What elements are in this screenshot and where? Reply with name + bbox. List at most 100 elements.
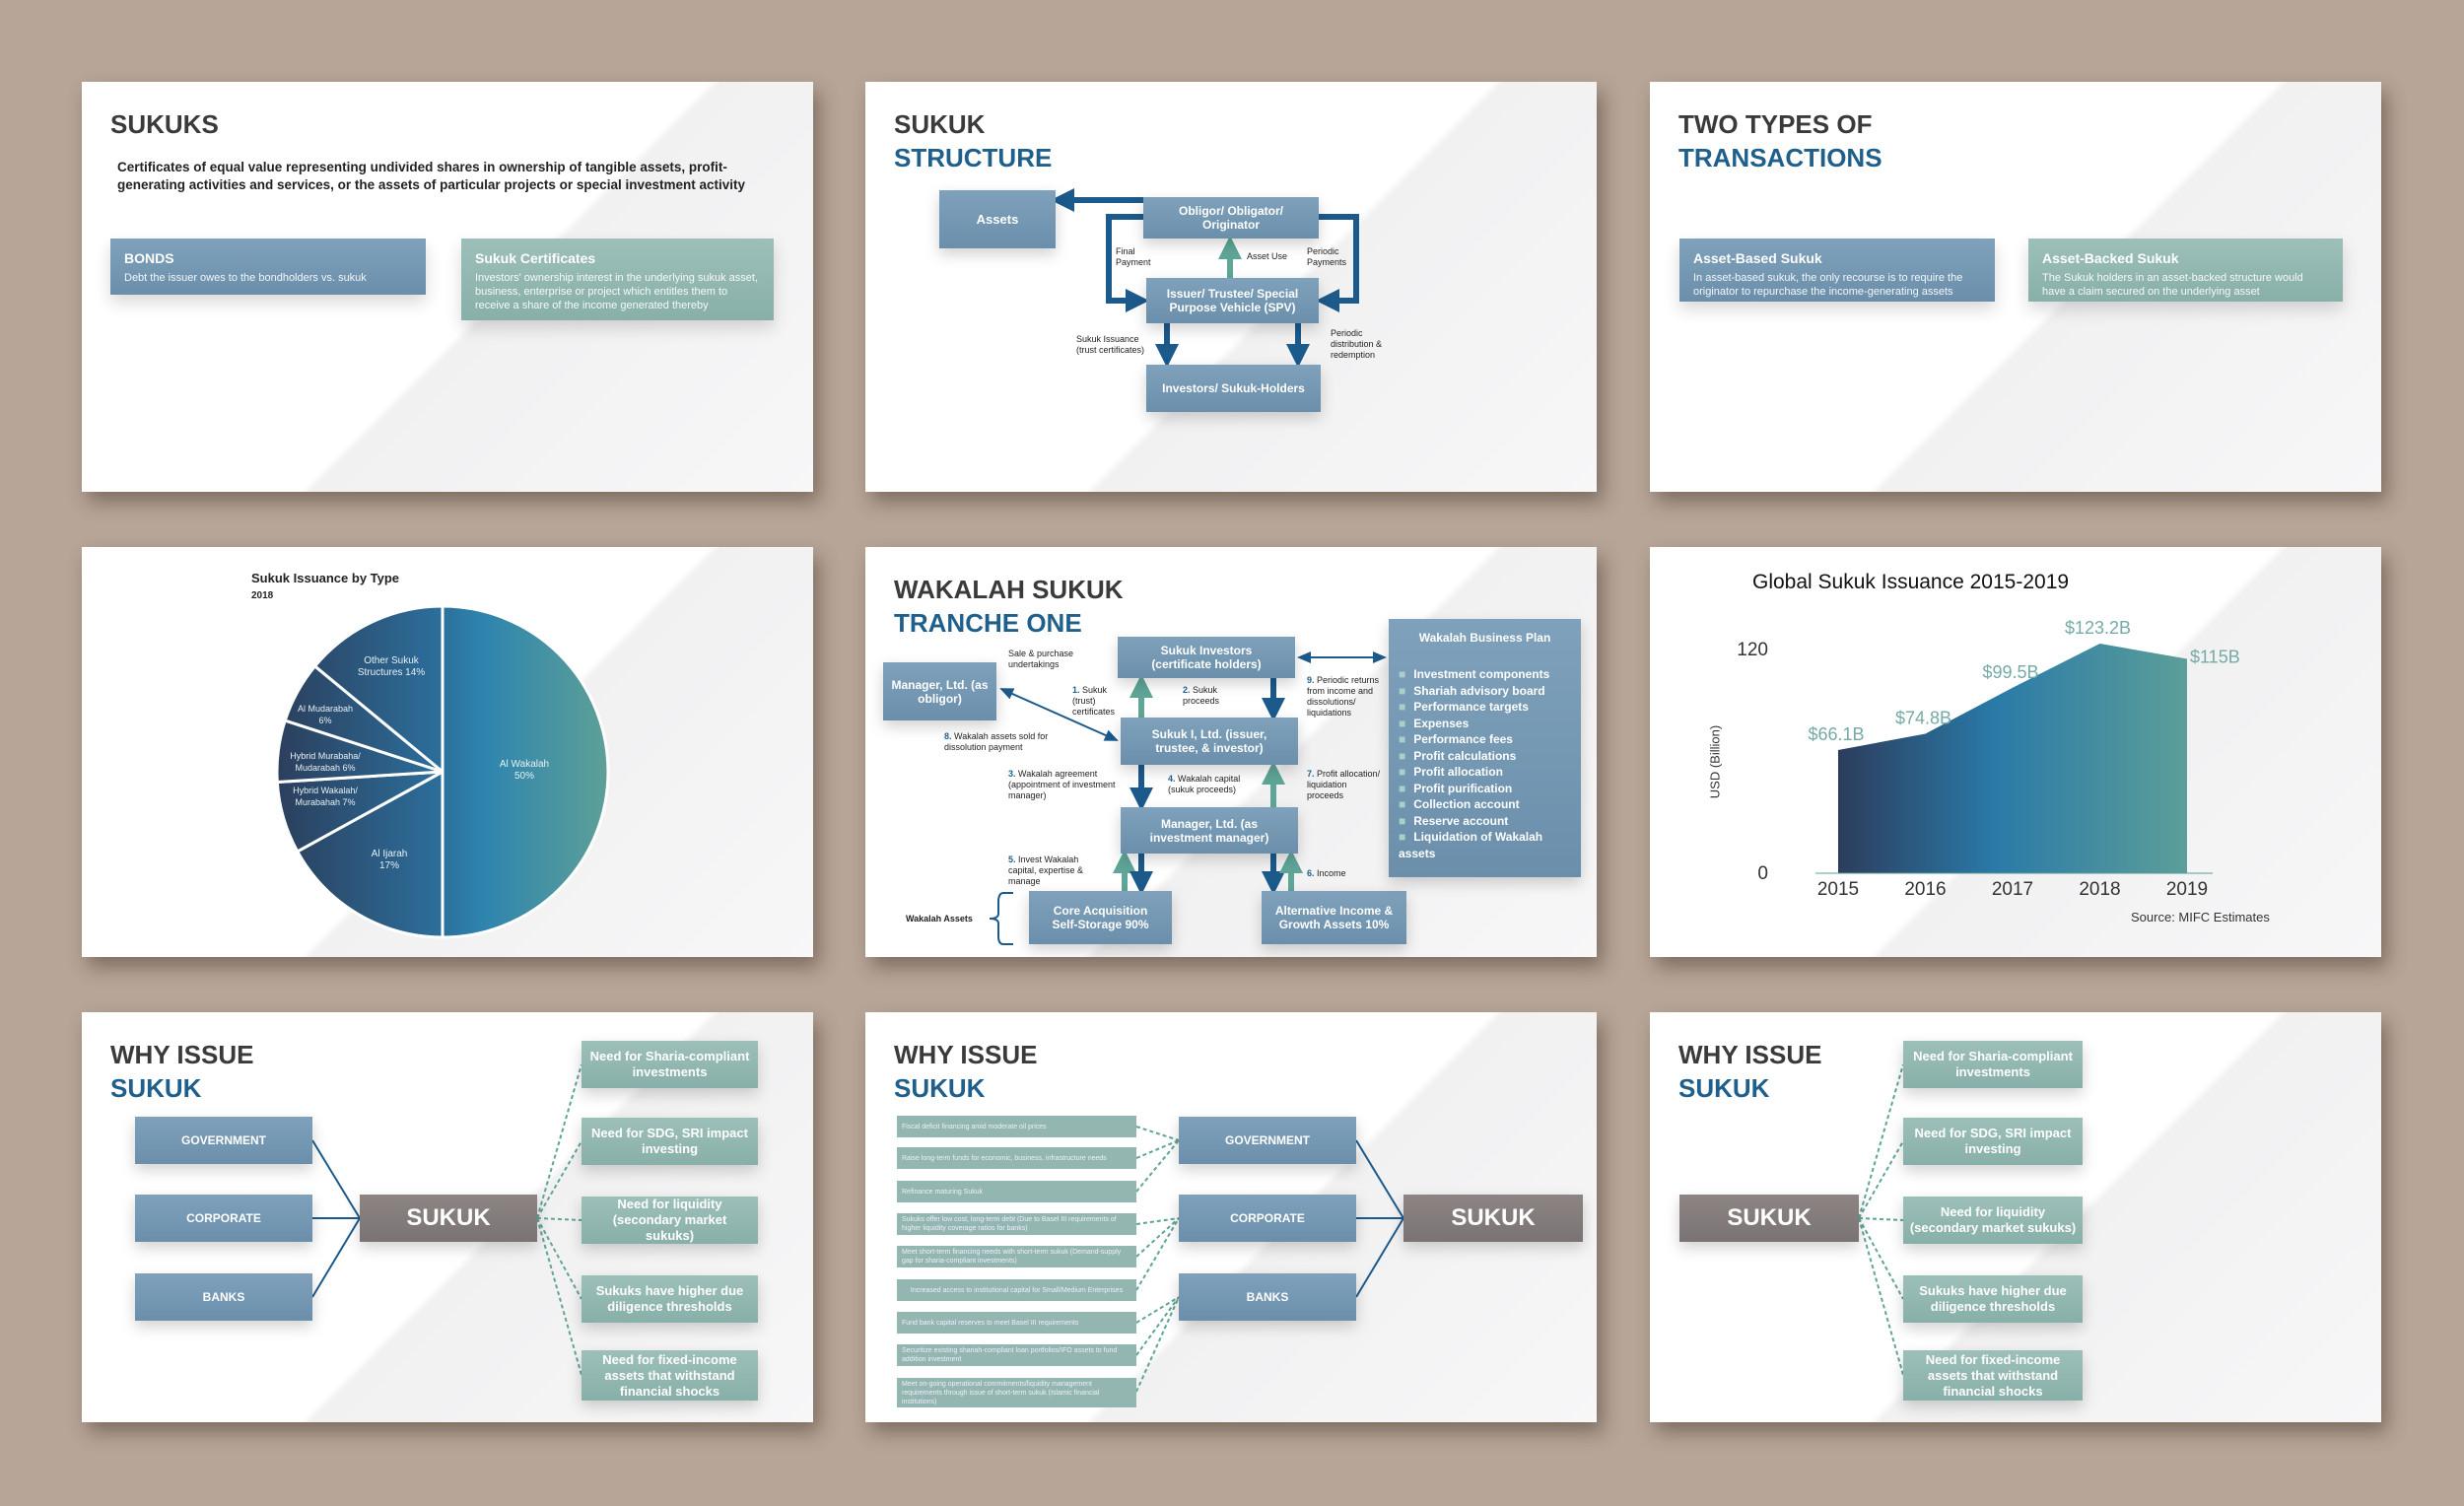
arrow-final-payment <box>1106 214 1149 312</box>
card-text: In asset-based sukuk, the only recourse … <box>1693 272 1963 298</box>
government-box: GOVERNMENT <box>135 1117 312 1164</box>
plan-item: ■Profit purification <box>1399 781 1513 795</box>
wakalah-business-plan: Wakalah Business Plan ■Investment compon… <box>1389 619 1581 877</box>
plan-item: ■Reserve account <box>1399 813 1509 828</box>
government-box: GOVERNMENT <box>1179 1117 1356 1164</box>
corporate-box: CORPORATE <box>135 1195 312 1242</box>
pie-title: Sukuk Issuance by Type <box>251 571 400 585</box>
plan-item: ■Collection account <box>1399 797 1520 811</box>
banks-box: BANKS <box>135 1273 312 1321</box>
step-1-label: 1. Sukuk (trust) certificates <box>1072 685 1122 718</box>
pie-label-wakalah: Al Wakalah 50% <box>499 759 550 782</box>
final-payment-label: Final Payment <box>1116 246 1151 267</box>
plan-item: ■Profit allocation <box>1399 765 1503 779</box>
core-acquisition-box: Core Acquisition Self-Storage 90% <box>1029 891 1172 944</box>
structure-arrows <box>1051 188 1359 368</box>
need-box: Need for fixed-income assets that withst… <box>1903 1350 2083 1401</box>
alternative-income-box: Alternative Income & Growth Assets 10% <box>1262 891 1406 944</box>
plan-list: ■Investment components ■Shariah advisory … <box>1399 666 1571 861</box>
slide-why-issue-3[interactable]: WHY ISSUE SUKUK SUKUK Need for Sharia-co… <box>1650 1012 2381 1422</box>
pie-label-hybrid-murabaha: Hybrid Murabaha/ Mudarabah 6% <box>290 751 361 773</box>
plan-item: ■Liquidation of Wakalah assets <box>1399 830 1543 860</box>
plan-item: ■Expenses <box>1399 716 1470 730</box>
slide-why-issue-2[interactable]: WHY ISSUE SUKUK Fiscal deficit financing… <box>865 1012 1597 1422</box>
connector-lines <box>1135 1126 1404 1393</box>
data-label: $99.5B <box>1982 662 2038 682</box>
banks-box: BANKS <box>1179 1273 1356 1321</box>
pie-slice-other-sukuk-structures <box>312 604 445 776</box>
card-text: The Sukuk holders in an asset-backed str… <box>2042 272 2303 298</box>
sukuk-center-box: SUKUK <box>1403 1195 1583 1242</box>
step-number: 4. <box>1168 774 1176 784</box>
sukuk-issuance-label: Sukuk Issuance (trust certificates) <box>1076 334 1145 355</box>
step-2-label: 2. Sukuk proceeds <box>1183 685 1230 707</box>
manager-obligor-box: Manager, Ltd. (as obligor) <box>883 662 996 720</box>
data-label: $66.1B <box>1808 724 1864 744</box>
need-box: Need for SDG, SRI impact investing <box>1903 1118 2083 1165</box>
asset-use-label: Asset Use <box>1247 251 1288 261</box>
step-text: Sukuk proceeds <box>1183 685 1220 706</box>
slide-subtitle: TRANSACTIONS <box>1678 143 1882 172</box>
need-box: Need for SDG, SRI impact investing <box>582 1118 758 1165</box>
pie-label-other: Other Sukuk Structures 14% <box>357 655 426 678</box>
arrow-obligor-issuer <box>999 688 1119 741</box>
step-number: 5. <box>1008 855 1016 864</box>
step-number: 7. <box>1307 769 1315 779</box>
chart-source: Source: MIFC Estimates <box>2131 910 2270 924</box>
y-tick-label: 0 <box>1757 863 1768 884</box>
step-text: Invest Wakalah capital, expertise & mana… <box>1008 855 1084 886</box>
investors-box: Investors/ Sukuk-Holders <box>1146 365 1321 412</box>
reason-box: Raise long-term funds for economic, busi… <box>897 1147 1136 1169</box>
slide-why-issue-1[interactable]: WHY ISSUE SUKUK GOVERNMENT CORPORATE BAN… <box>82 1012 813 1422</box>
x-tick-label: 2017 <box>1992 879 2033 900</box>
assets-box: Assets <box>939 190 1056 248</box>
card-text: Investors' ownership interest in the und… <box>475 272 759 311</box>
slide-sukuks[interactable]: SUKUKS Certificates of equal value repre… <box>82 82 813 492</box>
step-3-label: 3. Wakalah agreement (appointment of inv… <box>1008 769 1122 801</box>
pie-chart <box>275 604 610 939</box>
step-8-label: 8. Wakalah assets sold for dissolution p… <box>944 731 1062 753</box>
need-box: Need for fixed-income assets that withst… <box>582 1350 758 1401</box>
step-5-label: 5. Invest Wakalah capital, expertise & m… <box>1008 855 1087 887</box>
slide-wakalah-tranche[interactable]: WAKALAH SUKUK TRANCHE ONE Manager, Ltd. … <box>865 547 1597 957</box>
definition-text: Certificates of equal value representing… <box>117 160 745 192</box>
slide-title: SUKUK <box>894 109 986 139</box>
slide-subtitle: SUKUK <box>894 1073 986 1103</box>
sale-purchase-label: Sale & purchase undertakings <box>1008 649 1074 669</box>
need-box: Sukuks have higher due diligence thresho… <box>1903 1275 2083 1323</box>
y-tick-label: 120 <box>1737 640 1768 660</box>
need-box: Need for liquidity (secondary market suk… <box>582 1197 758 1244</box>
connector-lines <box>311 1063 582 1376</box>
wakalah-arrows <box>989 651 1387 945</box>
step-number: 2. <box>1183 685 1191 695</box>
x-tick-label: 2015 <box>1817 879 1859 900</box>
step-9-label: 9. Periodic returns from income and diss… <box>1307 675 1386 719</box>
step-text: Income <box>1317 868 1346 878</box>
pie-label-ijarah: Al Ijarah 17% <box>371 849 408 871</box>
area-series <box>1838 643 2187 873</box>
slide-title: WAKALAH SUKUK <box>894 575 1124 604</box>
plan-item: ■Profit calculations <box>1399 748 1517 763</box>
pie-label-mudarabah: Al Mudarabah 6% <box>297 704 354 725</box>
card-text: Debt the issuer owes to the bondholders … <box>124 272 367 284</box>
need-box: Need for Sharia-compliant investments <box>582 1041 758 1088</box>
step-text: Wakalah capital (sukuk proceeds) <box>1168 774 1241 794</box>
step-text: Periodic returns from income and dissolu… <box>1307 675 1380 718</box>
reason-box: Sukuks offer low cost, long-term debt (D… <box>897 1213 1136 1235</box>
plan-item: ■Investment components <box>1399 667 1550 681</box>
arrow-periodic-payments <box>1316 214 1359 312</box>
connector-lines <box>1858 1063 1904 1376</box>
slide-title: WHY ISSUE <box>894 1040 1038 1069</box>
step-text: Sukuk (trust) certificates <box>1072 685 1116 717</box>
bonds-card: BONDS Debt the issuer owes to the bondho… <box>110 239 426 295</box>
slide-issuance-by-type[interactable]: Sukuk Issuance by Type 2018 Al Wakalah 5… <box>82 547 813 957</box>
issuer-spv-box: Issuer/ Trustee/ Special Purpose Vehicle… <box>1146 278 1319 323</box>
slide-subtitle: SUKUK <box>110 1073 202 1103</box>
reason-box: Securitize existing shariah-compliant lo… <box>897 1344 1136 1366</box>
step-number: 3. <box>1008 769 1016 779</box>
slide-two-types[interactable]: TWO TYPES OF TRANSACTIONS Asset-Based Su… <box>1650 82 2381 492</box>
slide-sukuk-structure[interactable]: SUKUK STRUCTURE Assets Obligor/ Obligato… <box>865 82 1597 492</box>
plan-item: ■Shariah advisory board <box>1399 683 1545 698</box>
